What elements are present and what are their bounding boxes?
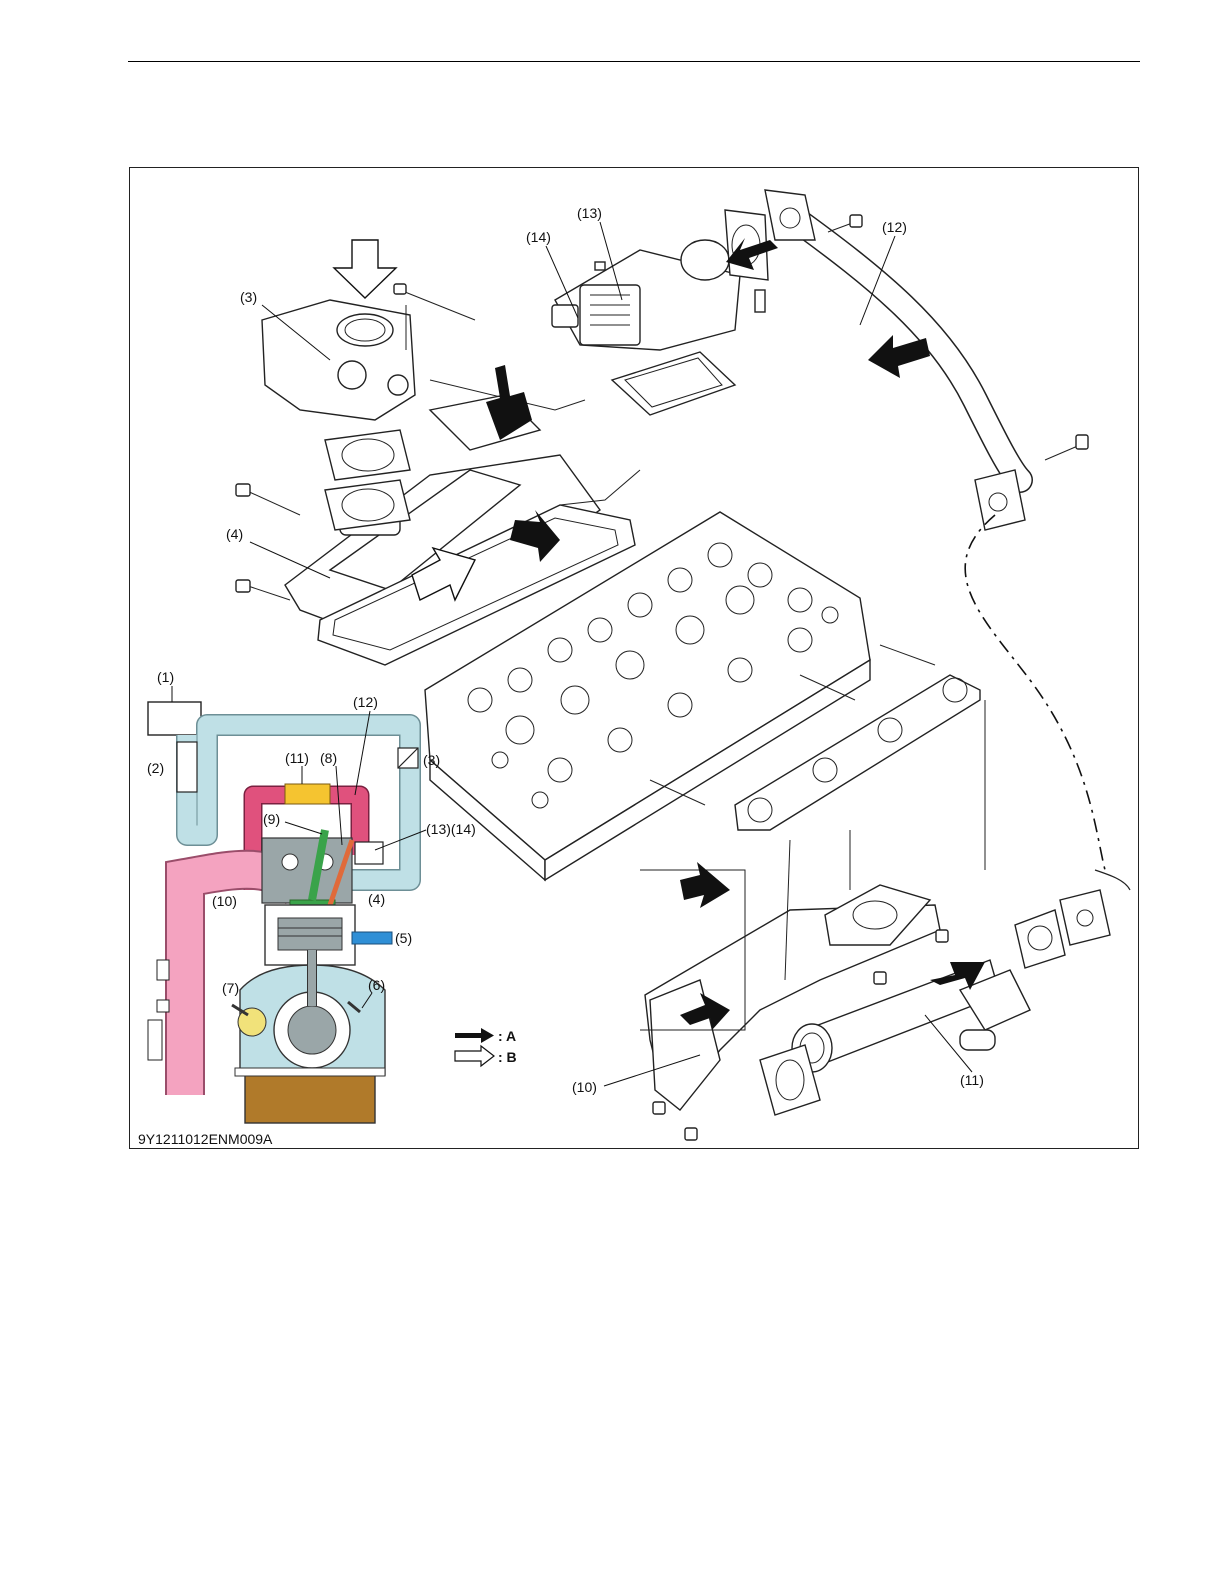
label-egr-valve-14: (14) (526, 229, 551, 245)
label-sensor-5: (5) (395, 930, 412, 946)
throttle-gasket-upper (325, 430, 410, 480)
figure-code: 9Y1211012ENM009A (138, 1131, 273, 1147)
label-cooler: (11) (285, 750, 309, 766)
label-egr-valve: (13)(14) (426, 821, 476, 837)
label-egr-valve-13: (13) (577, 205, 602, 221)
solid-arrow-icon (455, 1028, 494, 1043)
label-egr-loop: (12) (353, 694, 378, 710)
label-6: (6) (368, 977, 385, 993)
throttle-body (262, 284, 475, 420)
cooler-gasket-right (1015, 910, 1065, 968)
label-connector: (2) (147, 760, 164, 776)
label-exhaust-manifold: (10) (572, 1079, 597, 1095)
label-7: (7) (222, 980, 239, 996)
label-exhaust: (10) (212, 893, 237, 909)
air-cleaner (148, 702, 201, 735)
legend-a-label: : A (498, 1028, 516, 1044)
label-egr-pipe: (12) (882, 219, 907, 235)
legend-b-label: : B (498, 1049, 517, 1065)
label-intake: (4) (368, 891, 385, 907)
egr-valve-symbol (355, 842, 383, 864)
egr-pipe (765, 190, 1130, 945)
schematic-head (262, 838, 352, 903)
label-egr-cooler: (11) (960, 1072, 984, 1088)
label-glow-plug: (8) (320, 750, 337, 766)
label-injector: (9) (263, 811, 280, 827)
label-throttle: (3) (423, 752, 440, 768)
hollow-arrow-icon (455, 1046, 494, 1066)
egr-schematic (148, 702, 418, 1123)
oil-pan (245, 1075, 375, 1123)
legend: : A : B (455, 1028, 517, 1066)
label-air-cleaner: (1) (157, 669, 174, 685)
egr-valve-gasket (612, 352, 735, 415)
egr-cooler-symbol (285, 784, 330, 804)
label-throttle-body: (3) (240, 289, 257, 305)
label-intake-manifold: (4) (226, 526, 243, 542)
